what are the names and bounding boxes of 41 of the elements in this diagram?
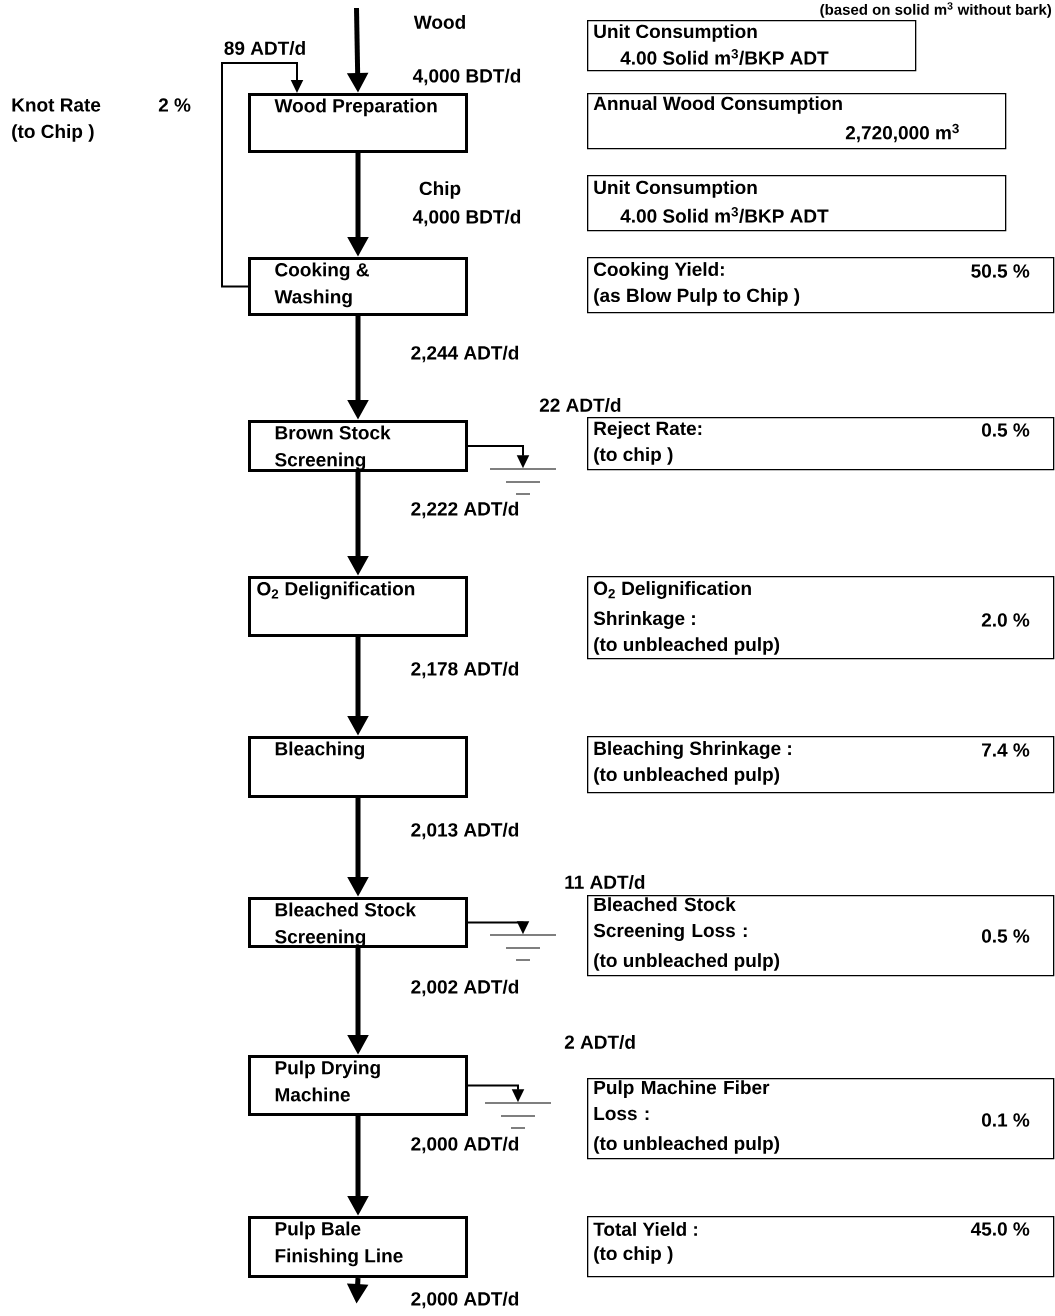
ground-symbol xyxy=(489,468,557,495)
process-box: O$_{2}$ Delignification xyxy=(248,576,468,637)
edge-label: 4,000 BDT/d xyxy=(411,67,523,87)
edge-label: 22 ADT/d xyxy=(538,396,623,414)
info-box: Annual Wood Consumption 2,720,000 m$^{3}$ xyxy=(587,93,1007,150)
info-box: Reject Rate: 0.5 % (to chip ) xyxy=(587,417,1055,471)
label: Knot Rate xyxy=(12,98,101,112)
edge-label: 2,244 ADT/d xyxy=(409,344,521,364)
edge-label: 2,013 ADT/d xyxy=(409,821,521,841)
label: (based on solid m$^{3}$ without bark) xyxy=(820,2,1052,18)
info-box: Unit Consumption 4.00 Solid m$^{3}$/BKP ADT xyxy=(587,175,1007,232)
label: Wood xyxy=(413,15,465,29)
edge-label: 4,000 BDT/d xyxy=(411,208,523,228)
process-box: Bleached Stock Screening xyxy=(248,897,468,948)
info-box: Pulp Machine Fiber Loss : 0.1 % (to unbleached pulp) xyxy=(587,1078,1055,1160)
edge-label: 2,000 ADT/d xyxy=(409,1290,521,1310)
info-box: Total Yield : 45.0 % (to chip ) xyxy=(587,1216,1055,1278)
edge-label: 2,002 ADT/d xyxy=(409,978,521,998)
arrow xyxy=(221,62,304,288)
process-box: Wood Preparation xyxy=(248,93,468,153)
edge-label: 2,178 ADT/d xyxy=(409,660,521,680)
ground-symbol xyxy=(484,1102,552,1129)
info-box: O$_{2}$ Delignification Shrinkage : 2.0 % (to unbleached pulp) xyxy=(587,576,1055,660)
info-box: Unit Consumption 4.00 Solid m$^{3}$/BKP ADT xyxy=(587,20,917,72)
edge-label: 2,000 ADT/d xyxy=(409,1135,521,1155)
edge-label: 11 ADT/d xyxy=(563,873,647,891)
info-box: Bleached Stock Screening Loss : 0.5 % (to unbleached pulp) xyxy=(587,895,1055,977)
info-box: Cooking Yield: 50.5 % (as Blow Pulp to Chip ) xyxy=(587,257,1055,314)
label: (to Chip ) xyxy=(12,124,94,142)
edge-label: 2 ADT/d xyxy=(563,1033,637,1051)
process-box: Bleaching xyxy=(248,736,468,798)
edge-label: 89 ADT/d xyxy=(222,39,308,57)
process-box: Pulp Bale Finishing Line xyxy=(248,1216,468,1278)
process-box: Pulp Drying Machine xyxy=(248,1055,468,1116)
label: Chip xyxy=(419,181,461,199)
process-box: Brown Stock Screening xyxy=(248,420,468,472)
edge-label: 2,222 ADT/d xyxy=(409,500,521,520)
info-box: Bleaching Shrinkage : 7.4 % (to unbleached pulp) xyxy=(587,736,1055,794)
ground-symbol xyxy=(489,934,557,961)
label: 2 % xyxy=(158,98,191,112)
process-box: Cooking & Washing xyxy=(248,257,468,316)
